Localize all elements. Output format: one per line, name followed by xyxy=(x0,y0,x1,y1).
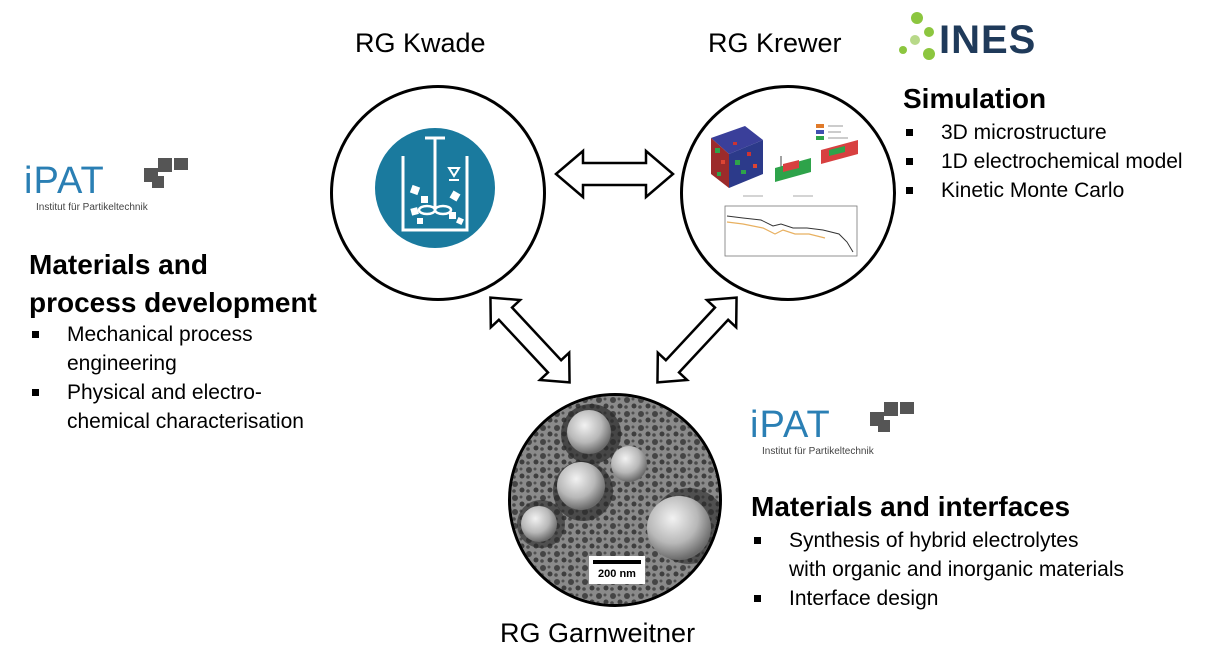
simulation-panel: Simulation 3D microstructure 1D electroc… xyxy=(903,80,1223,205)
left-panel: Materials and process development Mechan… xyxy=(29,246,359,436)
sem-particle xyxy=(557,462,605,510)
list-item: Physical and electro- chemical character… xyxy=(29,378,359,436)
ipat-logo-word: iPAT xyxy=(24,160,105,202)
list-item: Interface design xyxy=(751,584,1211,613)
list-item: Mechanical process engineering xyxy=(29,320,359,378)
rg-kwade-label: RG Kwade xyxy=(355,28,486,58)
simulation-bullet-list: 3D microstructure 1D electrochemical mod… xyxy=(903,118,1223,205)
arrow-kwade-garnweitner xyxy=(489,296,571,384)
arrow-krewer-garnweitner xyxy=(656,296,738,384)
left-heading-line1: Materials and xyxy=(29,249,208,280)
ipat-squares-icon xyxy=(144,158,188,188)
simulation-heading: Simulation xyxy=(903,83,1047,114)
garnweitner-circle: 200 nm xyxy=(508,393,722,607)
ines-dots-icon xyxy=(899,12,935,60)
microstructure-cube xyxy=(711,126,763,188)
ipat-squares-icon xyxy=(870,402,914,432)
interfaces-bullet-list: Synthesis of hybrid electrolytes with or… xyxy=(751,526,1211,613)
ipat-logo-word: iPAT xyxy=(750,404,831,446)
rg-garnweitner-label: RG Garnweitner xyxy=(500,618,696,648)
ines-logo: INES xyxy=(895,10,1055,66)
list-item: 3D microstructure xyxy=(903,118,1223,147)
scale-bar-label: 200 nm xyxy=(598,568,636,580)
simulation-thumbnail xyxy=(711,124,858,257)
sem-micrograph xyxy=(511,396,719,604)
sem-particle xyxy=(521,506,557,542)
ipat-logo-subtitle: Institut für Partikeltechnik xyxy=(762,446,874,457)
sem-particle xyxy=(567,410,611,454)
ipat-logo-right: iPAT Institut für Partikeltechnik xyxy=(750,400,914,460)
left-heading-line2: process development xyxy=(29,287,317,318)
rg-krewer-label: RG Krewer xyxy=(708,28,842,58)
interfaces-panel: Materials and interfaces Synthesis of hy… xyxy=(751,488,1211,613)
sem-particle xyxy=(611,446,647,482)
mixing-process-icon xyxy=(375,128,495,248)
interfaces-heading: Materials and interfaces xyxy=(751,491,1071,522)
ines-logo-word: INES xyxy=(939,18,1037,62)
sem-particle xyxy=(647,496,711,560)
krewer-circle xyxy=(680,85,896,301)
ipat-logo-subtitle: Institut für Partikeltechnik xyxy=(36,202,148,213)
arrow-kwade-krewer xyxy=(554,148,675,200)
list-item: 1D electrochemical model xyxy=(903,147,1223,176)
ipat-logo-left: iPAT Institut für Partikeltechnik xyxy=(24,156,188,216)
list-item: Kinetic Monte Carlo xyxy=(903,176,1223,205)
left-bullet-list: Mechanical process engineering Physical … xyxy=(29,320,359,436)
kwade-circle xyxy=(330,85,546,301)
list-item: Synthesis of hybrid electrolytes with or… xyxy=(751,526,1211,584)
